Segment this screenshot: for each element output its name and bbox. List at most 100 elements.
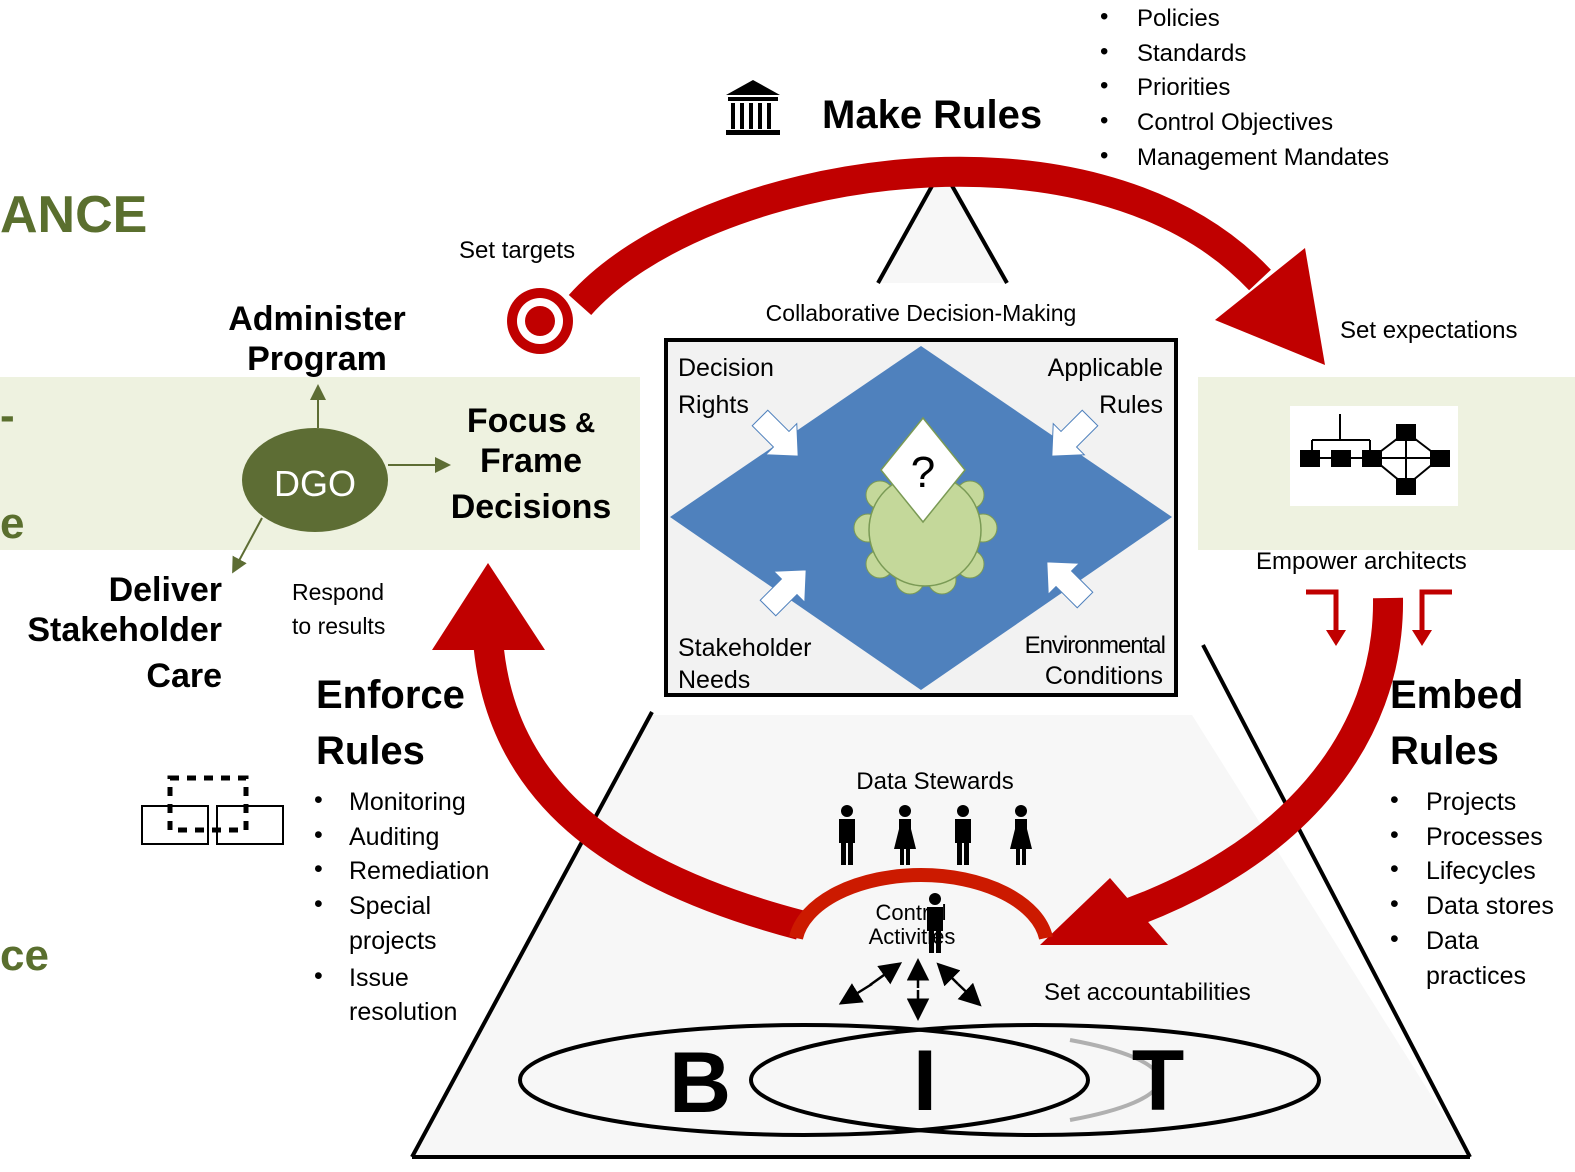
bullet: •: [1390, 925, 1399, 953]
list-item-continuation: practices: [1426, 962, 1526, 990]
deliver-care-line2: Stakeholder: [27, 611, 222, 649]
list-item: Data: [1426, 927, 1479, 955]
bullet: •: [1100, 107, 1108, 134]
target-icon: [507, 288, 573, 354]
respond-label-line1: Respond: [292, 579, 384, 605]
list-item: Priorities: [1137, 74, 1230, 101]
pyramid-right-edge: [1201, 644, 1472, 1158]
empower-architects-label: Empower architects: [1256, 548, 1467, 575]
bullet: •: [1390, 821, 1399, 849]
control-activities-line2: Activities: [869, 924, 956, 949]
list-item: Auditing: [349, 823, 439, 851]
stakeholder-needs-line2: Needs: [678, 666, 750, 694]
enforce-rules-arc-arrow: [473, 638, 804, 940]
person-icon: [955, 805, 971, 865]
person-icon: [839, 805, 855, 865]
bottom-fragment-ce: ce: [0, 931, 49, 980]
connector-arrow: [869, 962, 903, 987]
make-rules-title: Make Rules: [822, 93, 1042, 137]
person-female-icon: [1010, 805, 1032, 865]
control-activities-arc: [789, 868, 1053, 940]
list-item: Lifecycles: [1426, 857, 1536, 885]
person-icon: [927, 893, 943, 953]
bullet: •: [1100, 38, 1108, 65]
applicable-rules-line2: Rules: [1099, 391, 1163, 419]
bullet: •: [314, 890, 323, 918]
dgo-ellipse: [242, 428, 388, 532]
business-letter: B: [669, 1035, 731, 1131]
list-item: Control Objectives: [1137, 109, 1333, 136]
enforce-rules-title-line2: Rules: [316, 729, 425, 773]
down-arrow-icon: [1412, 589, 1452, 646]
decision-rights-line1: Decision: [678, 354, 774, 382]
focus-frame-line3: Decisions: [451, 488, 612, 526]
applicable-rules-line1: Applicable: [1048, 354, 1163, 382]
bullet: •: [1100, 142, 1108, 169]
bullet: •: [1390, 855, 1399, 883]
bullet: •: [1100, 72, 1108, 99]
embed-rules-arrowhead: [1040, 878, 1168, 945]
respond-label-line2: to results: [292, 613, 385, 639]
list-item: Policies: [1137, 5, 1220, 32]
question-diamond: [880, 416, 966, 524]
architecture-diagram-icon: [1290, 406, 1458, 506]
bullet: •: [314, 786, 323, 814]
inward-arrow-icon: [1051, 409, 1099, 457]
down-arrow-icon: [1306, 589, 1346, 646]
set-expectations-label: Set expectations: [1340, 317, 1517, 344]
list-item-continuation: resolution: [349, 998, 457, 1026]
administer-program-line1: Administer: [228, 300, 406, 338]
bullet: •: [314, 962, 323, 990]
list-item: Processes: [1426, 823, 1543, 851]
pyramid-left-edge: [410, 711, 654, 1158]
list-item: Monitoring: [349, 788, 466, 816]
process-boxes-icon: [141, 775, 284, 845]
list-item-continuation: projects: [349, 927, 437, 955]
enforce-rules-list: • Monitoring • Auditing • Remediation • …: [314, 786, 489, 1026]
band-fragment-e: e: [0, 499, 24, 548]
bullet: •: [1100, 3, 1108, 30]
pyramid-apex: [878, 168, 1007, 283]
focus-frame-line2: Frame: [480, 442, 582, 480]
inward-arrow-icon: [1046, 561, 1094, 609]
embed-rules-title-line1: Embed: [1390, 673, 1523, 717]
dgo-label: DGO: [274, 463, 356, 504]
environmental-conditions-line1: Environmental: [1025, 632, 1165, 659]
make-rules-arc-arrow: [568, 156, 1271, 316]
connector-arrow: [838, 982, 873, 1005]
question-mark: ?: [911, 448, 935, 497]
administer-program-line2: Program: [247, 340, 387, 378]
data-stewards-label: Data Stewards: [856, 768, 1013, 795]
connector-arrow: [936, 962, 961, 987]
information-letter: I: [913, 1033, 937, 1129]
environmental-conditions-line2: Conditions: [1045, 662, 1163, 690]
connector-arrow: [957, 982, 982, 1007]
intersection-highlight: [1069, 1038, 1161, 1122]
stakeholder-needs-line1: Stakeholder: [678, 634, 811, 662]
inward-arrow-icon: [751, 409, 799, 457]
decision-rights-line2: Rights: [678, 391, 749, 419]
set-targets-label: Set targets: [459, 237, 575, 264]
technology-letter: T: [1132, 1033, 1185, 1129]
list-item: Remediation: [349, 857, 489, 885]
list-item: Data stores: [1426, 892, 1554, 920]
band-fragment-dash: -: [0, 391, 15, 440]
institution-icon: [726, 80, 780, 135]
person-female-icon: [894, 805, 916, 865]
enforce-rules-title-line1: Enforce: [316, 673, 465, 717]
list-item: Special: [349, 892, 431, 920]
make-rules-list: • Policies • Standards • Priorities • Co…: [1100, 3, 1389, 171]
governance-title-fragment: ANCE: [0, 186, 147, 244]
list-item: Projects: [1426, 788, 1516, 816]
round-table-icon: [853, 473, 998, 595]
deliver-care-line1: Deliver: [109, 571, 222, 609]
focus-amp: &: [575, 407, 595, 438]
technology-ellipse: [749, 1023, 1321, 1137]
control-activities-line1: Control: [876, 900, 947, 925]
collaborative-decision-title: Collaborative Decision-Making: [766, 300, 1077, 326]
deliver-care-line3: Care: [146, 657, 222, 695]
list-item: Management Mandates: [1137, 144, 1389, 171]
focus-frame-line1: Focus&: [467, 402, 595, 440]
